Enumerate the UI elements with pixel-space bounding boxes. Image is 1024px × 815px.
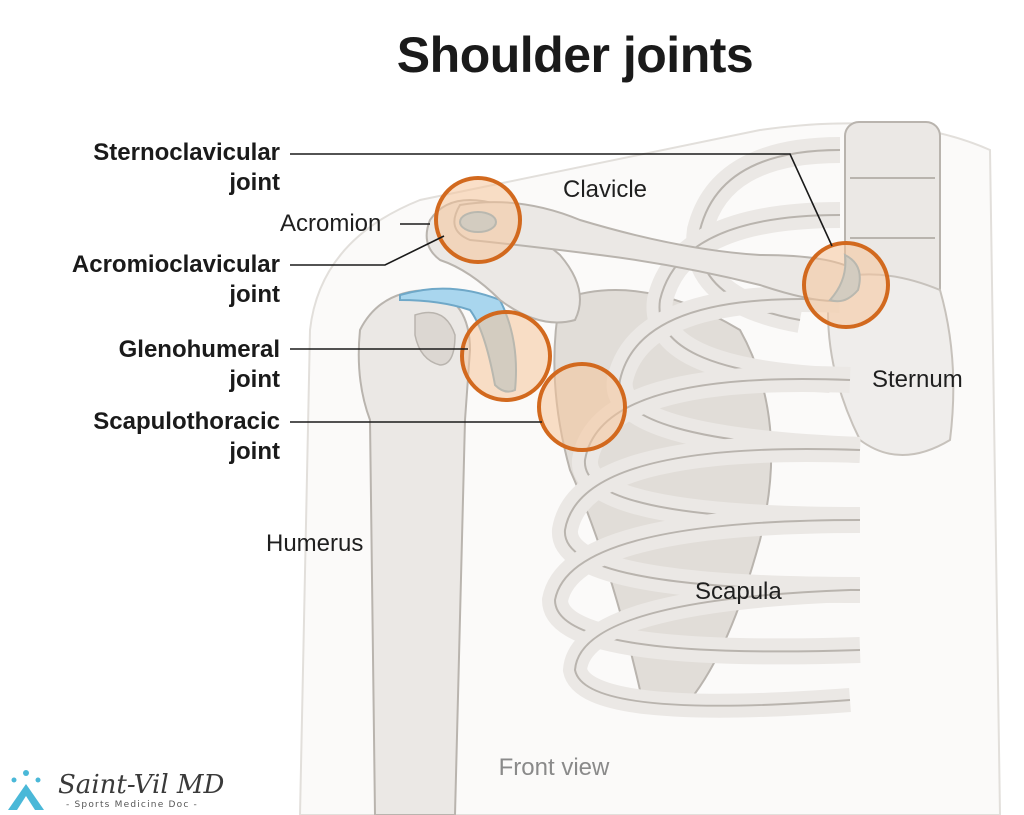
joint-label-line1: Glenohumeral <box>118 336 280 363</box>
sternoclavicular-joint-circle <box>802 241 890 329</box>
label-sternoclavicular-joint: Sternoclavicular joint <box>93 138 280 198</box>
scapula-label: Scapula <box>695 578 782 605</box>
view-caption: Front view <box>498 754 610 781</box>
joint-label-line1: Acromioclavicular <box>71 251 280 278</box>
rib-cage <box>541 137 861 718</box>
label-scapulothoracic-joint: Scapulothoracic joint <box>93 407 280 467</box>
sternoclavicular-leader <box>290 153 833 247</box>
logo-mark-icon <box>8 770 44 810</box>
acromioclavicular-joint-circle <box>434 176 522 264</box>
glenohumeral-joint-circle <box>460 310 552 402</box>
leader-lines <box>290 153 833 423</box>
joint-label-line1: Scapulothoracic <box>93 408 280 435</box>
joint-circles <box>434 176 890 452</box>
sternum-label: Sternum <box>872 366 963 393</box>
label-glenohumeral-joint: Glenohumeral joint <box>119 335 280 395</box>
acromioclavicular-leader <box>290 235 445 266</box>
humerus-bone <box>357 288 472 815</box>
joint-label-line2: joint <box>229 366 280 393</box>
joint-label-line2: joint <box>229 169 280 196</box>
humerus-label: Humerus <box>266 530 364 557</box>
acromion-label: Acromion <box>280 210 382 237</box>
logo-name: Saint-Vil MD <box>58 770 225 800</box>
label-acromioclavicular-joint: Acromioclavicular joint <box>72 250 280 310</box>
joint-label-line1: Sternoclavicular <box>93 139 280 166</box>
clavicle-label: Clavicle <box>563 176 648 203</box>
diagram-title: Shoulder joints <box>396 27 754 83</box>
joint-label-line2: joint <box>229 281 280 308</box>
logo-tagline: - Sports Medicine Doc - <box>66 800 198 810</box>
joint-label-line2: joint <box>229 438 280 465</box>
scapulothoracic-joint-circle <box>537 362 627 452</box>
